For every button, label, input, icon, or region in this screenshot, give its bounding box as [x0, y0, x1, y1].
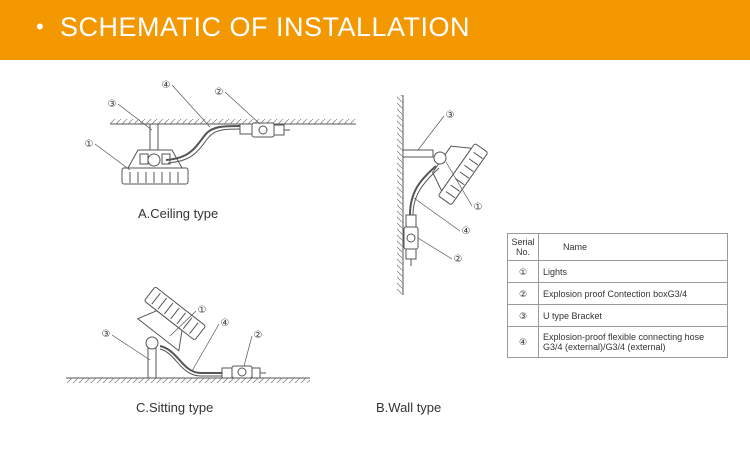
ceiling-marker-1: ①	[85, 139, 94, 150]
ceiling-marker-2: ②	[215, 87, 224, 98]
legend-row-name-line1: Explosion-proof flexible connecting hose	[543, 332, 705, 342]
caption-sitting: C.Sitting type	[136, 400, 214, 415]
legend-header-serial-line2: No.	[515, 247, 530, 257]
installation-diagram: ① ③ ④ ②	[66, 80, 488, 383]
ceiling-junction-box	[239, 122, 290, 138]
sitting-marker-4: ④	[221, 318, 230, 329]
ceiling-leader-3	[117, 103, 153, 131]
wall-marker-4: ④	[462, 226, 471, 237]
sitting-leader-2	[243, 335, 253, 367]
wall-leader-2	[417, 237, 453, 260]
wall-junction-box	[403, 214, 419, 266]
legend-row: ① Lights	[507, 260, 728, 283]
legend-row-number: ③	[507, 304, 539, 327]
legend-row: ③ U type Bracket	[507, 304, 728, 327]
wall-bracket	[402, 149, 434, 158]
wall-leader-4	[413, 197, 461, 232]
caption-ceiling: A.Ceiling type	[138, 206, 219, 221]
legend-row-name: Lights	[538, 260, 728, 283]
legend-table: Serial No. Name ① Lights ② Explosion pro…	[507, 233, 728, 358]
legend-header-serial: Serial No.	[507, 233, 539, 261]
wall-leader-3	[417, 115, 445, 151]
header-bullet: •	[36, 14, 44, 39]
legend-row-name: U type Bracket	[538, 304, 728, 327]
sitting-junction-box	[221, 365, 266, 379]
caption-wall: B.Wall type	[376, 400, 442, 415]
sitting-light-fixture	[136, 286, 206, 352]
sitting-marker-3: ③	[102, 329, 111, 340]
wall-install-drawing	[397, 95, 488, 295]
legend-header-row: Serial No. Name	[507, 233, 728, 261]
header-banner: • SCHEMATIC OF INSTALLATION	[0, 0, 750, 60]
page-title: SCHEMATIC OF INSTALLATION	[60, 12, 471, 42]
ceiling-leader-4	[171, 84, 211, 128]
sitting-marker-2: ②	[254, 330, 263, 341]
wall-light-fixture	[432, 143, 488, 205]
sitting-marker-1: ①	[198, 305, 207, 316]
ceiling-marker-4: ④	[162, 80, 171, 91]
legend-row-number: ②	[507, 282, 539, 305]
sitting-leader-1	[169, 310, 197, 337]
legend-row-number: ①	[507, 260, 539, 283]
ceiling-bracket	[149, 123, 159, 151]
legend-row: ④ Explosion-proof flexible connecting ho…	[507, 326, 728, 358]
wall-marker-2: ②	[454, 254, 463, 265]
ceiling-hatch	[110, 119, 356, 124]
sitting-bracket	[147, 347, 157, 379]
wall-leader-1	[445, 161, 473, 207]
sitting-leader-3	[111, 334, 151, 361]
sitting-install-drawing	[66, 286, 310, 383]
ceiling-leader-1	[94, 143, 131, 171]
ceiling-leader-2	[224, 91, 261, 125]
legend-header-name: Name	[538, 233, 728, 261]
floor-hatch	[66, 378, 310, 383]
legend-row-name: Explosion-proof flexible connecting hose…	[538, 326, 728, 358]
wall-hatch	[397, 95, 403, 295]
ceiling-marker-3: ③	[108, 99, 117, 110]
wall-marker-3: ③	[446, 110, 455, 121]
sitting-leader-4	[191, 323, 220, 372]
ceiling-install-drawing	[110, 119, 356, 185]
legend-row-name: Explosion proof Contection boxG3/4	[538, 282, 728, 305]
wall-marker-1: ①	[474, 202, 483, 213]
legend-header-serial-line1: Serial	[511, 237, 535, 247]
legend-row-number: ④	[507, 326, 539, 358]
ceiling-light-fixture	[121, 149, 189, 185]
legend-row-name-line2: G3/4 (external)/G3/4 (external)	[543, 342, 666, 352]
legend-row: ② Explosion proof Contection boxG3/4	[507, 282, 728, 305]
